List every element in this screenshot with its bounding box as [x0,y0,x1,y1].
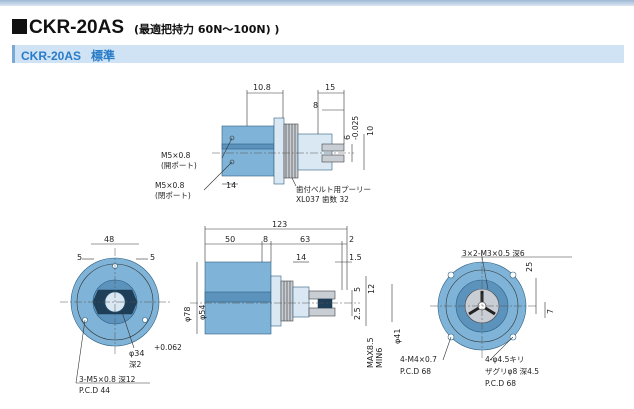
pulley-teeth [285,124,296,178]
mount-hole-1 [447,271,455,279]
open-port-hole [229,135,235,141]
hole-pcd: P.C.D 68 [485,379,516,388]
dim-10: 10 [366,126,375,136]
dim-5-right: 5 [150,253,155,262]
dim-8-front: 8 [263,235,268,244]
dim-48: 48 [104,235,114,244]
mount-hole-2 [509,271,517,279]
section-kind: 標準 [91,49,116,63]
dim-phi54: φ54 [198,305,207,320]
pulley-label: 歯付ベルト用プーリー [296,184,371,194]
dim-max: MAX8.5 [366,337,375,368]
top-jaw-block [297,133,333,171]
dim-14-top: 14 [226,181,236,190]
grip-force-note: (最適把持力 60N〜100N) ) [134,23,280,36]
front-jaw-gap [317,298,333,309]
front-body-band [204,291,272,303]
depth-2: 深2 [129,360,141,369]
dim-2: 2 [349,235,354,244]
top-gradient-bar [0,0,634,6]
page-title: CKR-20AS [29,17,125,38]
open-port-label: M5×0.8 [161,151,191,160]
top-jaw-lower [321,154,345,163]
dim-8: 8 [313,101,318,110]
dim-12: 12 [367,284,376,294]
pulley-spec: XL037 歯数 32 [296,194,349,204]
page-heading: CKR-20AS (最適把持力 60N〜100N) ) [12,17,279,43]
tap-top-label: 3×2-M3×0.5 深6 [462,249,525,258]
dim-2-5: 2.5 [353,307,362,320]
left-view: 48 5 5 φ34 +0.062 深2 3-M5×0.8 深12 P.C.D … [60,235,182,395]
square-bullet-icon [12,19,27,34]
dim-min: MIN6 [375,348,384,368]
tap-pcd: P.C.D 44 [79,386,110,395]
hole-note: 4-φ4.5キリ [485,355,524,364]
dim-25: 25 [525,262,534,272]
front-jaw-block [292,286,310,318]
dim-6-tolerance: -0.025 [351,116,360,140]
dim-7: 7 [546,309,555,314]
front-view: 123 50 8 63 2 14 1.5 φ78 φ54 5 12 2.5 MA… [183,220,402,368]
dim-phi78: φ78 [183,307,192,322]
dim-10-8: 10.8 [253,83,271,92]
close-port-label: M5×0.8 [155,181,185,190]
section-model: CKR-20AS [21,49,82,63]
dim-phi34-tolerance: +0.062 [154,343,182,352]
dim-123: 123 [272,220,287,229]
tap-bottom-pcd: P.C.D 68 [400,367,431,376]
dim-63: 63 [300,235,310,244]
front-jaw-lower [308,307,336,317]
counterbore-note: ザグリφ8 深4.5 [485,366,539,376]
top-view: 10.8 15 8 6 -0.025 10 14 M5×0.8 (開ポート) M… [155,83,375,204]
top-body-groove [221,143,275,150]
open-port-note: (開ポート) [161,161,197,170]
top-jaw-upper [321,143,345,152]
tap-hole-3 [142,317,148,323]
front-flange [270,275,282,327]
dim-6: 6 [343,135,352,140]
dim-5-front: 5 [353,287,362,292]
close-port-note: (閉ポート) [155,191,191,200]
dim-14-front: 14 [296,253,306,262]
dim-phi34: φ34 [129,349,144,358]
section-bar: CKR-20AS 標準 [12,45,624,63]
dim-1-5: 1.5 [349,253,362,262]
dim-5-left: 5 [77,253,82,262]
dim-50: 50 [225,235,235,244]
tap-label: 3-M5×0.8 深12 [79,375,136,384]
tap-bottom-label: 4-M4×0.7 [400,355,437,364]
right-view: 3×2-M3×0.5 深6 25 7 4-M4×0.7 P.C.D 68 4-φ… [400,249,572,388]
dim-15: 15 [325,83,335,92]
dim-phi41: φ41 [393,329,402,344]
close-port-hole [229,159,235,165]
front-jaw-upper [308,290,336,300]
top-body [221,125,275,177]
top-flange [273,117,285,185]
